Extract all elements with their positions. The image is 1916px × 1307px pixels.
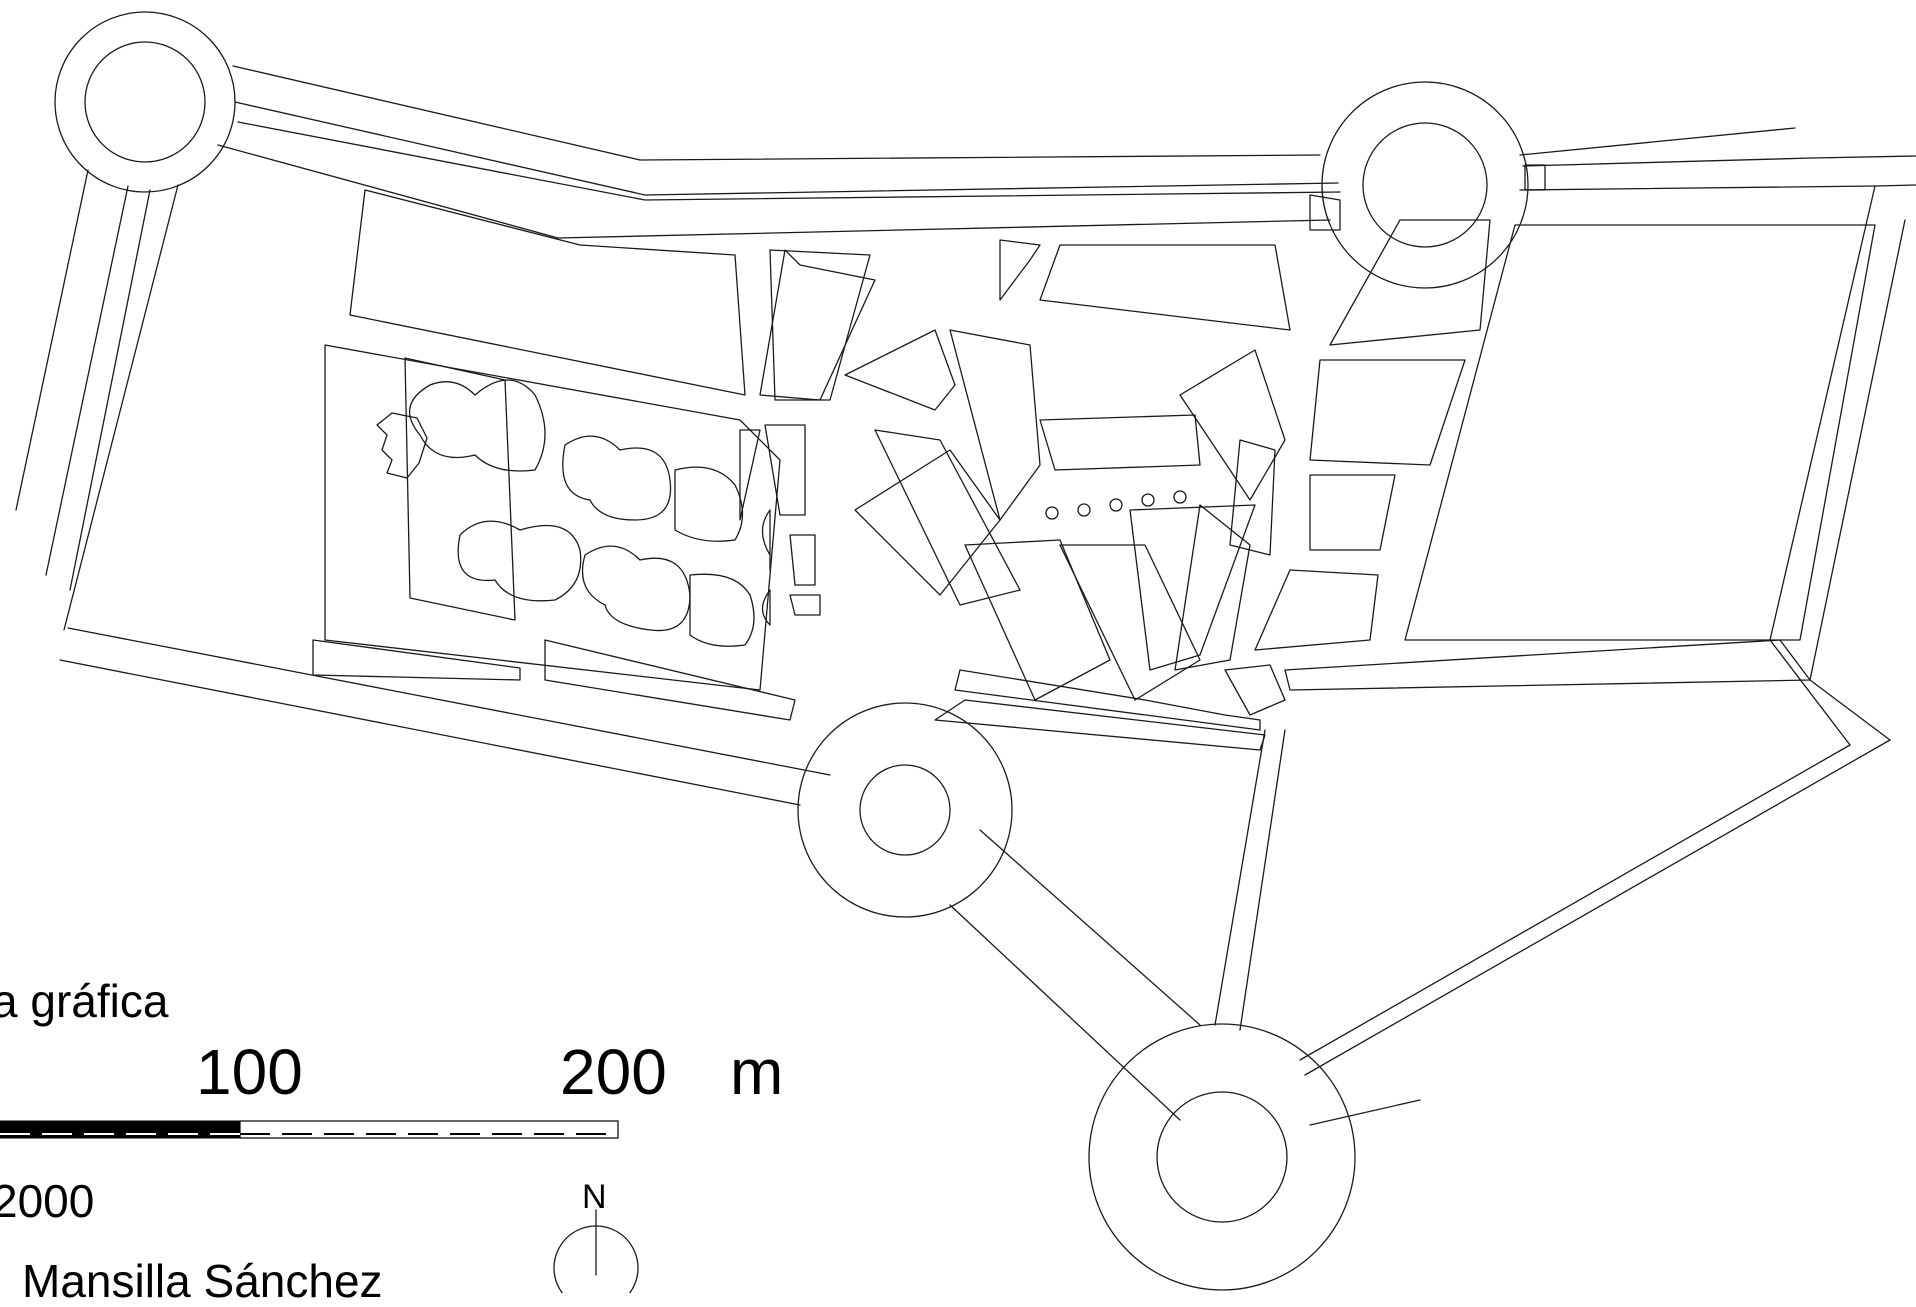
scale-unit: m: [730, 1036, 784, 1108]
scale-tick-100: 100: [196, 1036, 303, 1108]
scale-ratio: 2000: [0, 1175, 95, 1227]
scale-tick-200: 200: [560, 1036, 667, 1108]
roundabout-south: [1088, 1023, 1356, 1291]
blocks: [312, 164, 1876, 751]
scale-title: a gráfica: [0, 975, 169, 1027]
garden-parterres: [376, 379, 771, 647]
roundabout-northwest: [54, 11, 236, 193]
north-label: N: [582, 1178, 607, 1216]
author-credit: Mansilla Sánchez: [22, 1255, 383, 1307]
roundabout-center: [797, 702, 1013, 918]
small-circles: [1045, 490, 1187, 520]
scale-bar: [0, 1120, 619, 1139]
north-arrow: [553, 1209, 639, 1293]
roundabout-northeast: [1321, 81, 1529, 289]
roads: [15, 65, 1916, 1126]
